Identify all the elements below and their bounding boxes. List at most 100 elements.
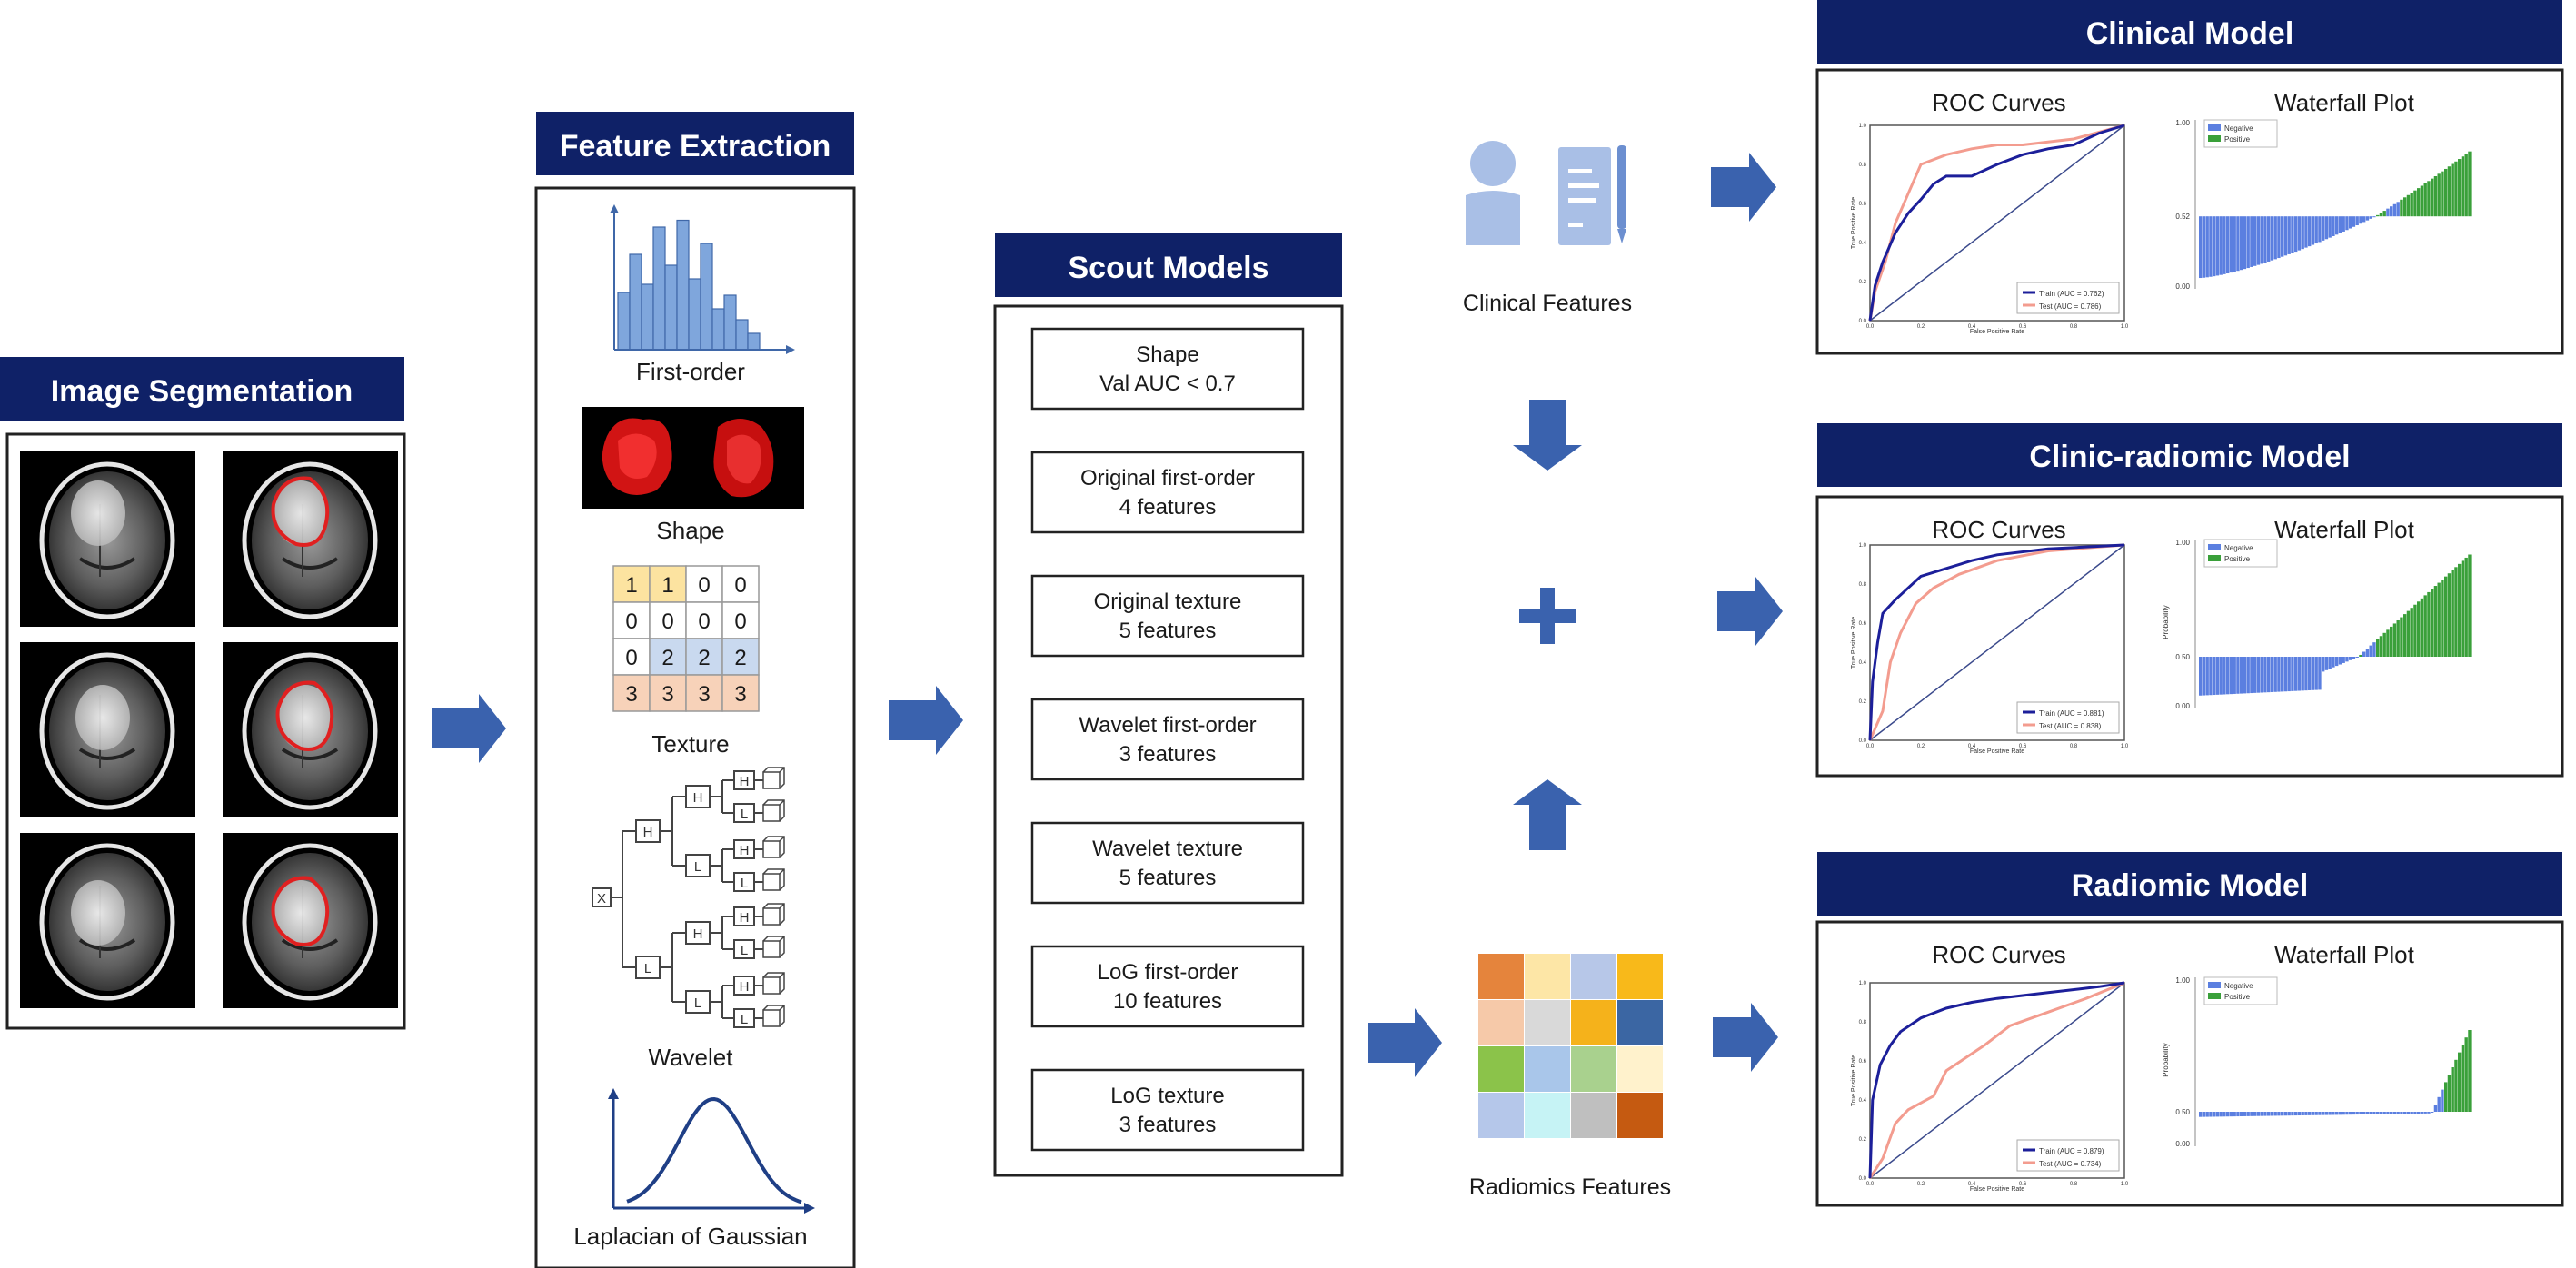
waterfall-bar bbox=[2410, 193, 2413, 217]
waterfall-bar bbox=[2322, 216, 2325, 241]
waterfall-bar bbox=[2369, 216, 2372, 219]
feature-extraction-header bbox=[536, 112, 854, 175]
waterfall-bar bbox=[2297, 657, 2302, 691]
roc-x-tick: 1.0 bbox=[2121, 744, 2129, 749]
roc-x-tick: 0.8 bbox=[2070, 744, 2078, 749]
texture-value: 0 bbox=[625, 609, 637, 634]
texture-value: 1 bbox=[625, 573, 637, 598]
waterfall-legend-positive: Positive bbox=[2224, 135, 2251, 144]
clinical-features-label: Clinical Features bbox=[1463, 291, 1632, 316]
roc-diagonal bbox=[1869, 982, 2125, 1179]
wavelet-node-label: L bbox=[694, 859, 701, 875]
roc-y-label: True Positive Rate bbox=[1851, 617, 1857, 669]
waterfall-bar bbox=[2294, 1112, 2298, 1116]
radiomics-cell bbox=[1571, 954, 1616, 999]
waterfall-bar bbox=[2379, 1112, 2383, 1114]
waterfall-bar bbox=[2382, 1112, 2386, 1114]
waterfall-bar bbox=[2444, 576, 2448, 657]
roc-x-tick: 0.4 bbox=[1968, 1182, 1976, 1187]
waterfall-bar bbox=[2406, 194, 2411, 217]
waterfall-bar bbox=[2441, 1089, 2444, 1112]
waterfall-bar bbox=[2454, 567, 2458, 657]
texture-value: 2 bbox=[698, 646, 710, 670]
waterfall-bar bbox=[2406, 610, 2411, 657]
waterfall-bar bbox=[2359, 1112, 2362, 1114]
waterfall-bar bbox=[2229, 1112, 2233, 1117]
roc-y-tick: 1.0 bbox=[1859, 981, 1867, 986]
waterfall-bar bbox=[2291, 216, 2294, 253]
mri-slice bbox=[20, 833, 195, 1008]
scout-models-title: Scout Models bbox=[1068, 251, 1268, 285]
waterfall-bar bbox=[2376, 639, 2380, 657]
wavelet-subband-cube bbox=[762, 804, 781, 822]
radiomics-cell bbox=[1478, 1046, 1524, 1092]
arrow-segmentation-to-extraction bbox=[432, 694, 506, 763]
waterfall-y-label: Probability bbox=[2162, 605, 2170, 639]
roc-chart: Train (AUC = 0.762)Test (AUC = 0.786)Fal… bbox=[1851, 124, 2129, 335]
histogram-bar bbox=[723, 294, 737, 351]
texture-value: 0 bbox=[734, 573, 746, 598]
roc-train-curve bbox=[1868, 124, 2125, 322]
waterfall-bar bbox=[2236, 216, 2240, 272]
waterfall-bar bbox=[2365, 216, 2370, 221]
scout-model-detail: 4 features bbox=[1119, 495, 1217, 520]
waterfall-bar bbox=[2297, 216, 2302, 251]
waterfall-bar bbox=[2277, 216, 2281, 259]
image-segmentation-section: Image Segmentation bbox=[0, 357, 406, 1030]
scout-model-detail: 3 features bbox=[1119, 742, 1217, 767]
waterfall-bar bbox=[2219, 216, 2223, 275]
roc-legend-train: Train (AUC = 0.881) bbox=[2039, 709, 2104, 718]
histogram-bar bbox=[711, 308, 725, 351]
waterfall-bar bbox=[2417, 1112, 2421, 1114]
roc-chart: Train (AUC = 0.879)Test (AUC = 0.734)Fal… bbox=[1851, 981, 2129, 1193]
waterfall-bar bbox=[2294, 657, 2298, 691]
waterfall-bar bbox=[2362, 216, 2366, 223]
wavelet-node-label: H bbox=[693, 926, 703, 942]
roc-y-tick: 0.6 bbox=[1859, 621, 1867, 627]
waterfall-bar bbox=[2392, 203, 2397, 217]
waterfall-bar bbox=[2270, 657, 2274, 692]
roc-y-tick: 0.4 bbox=[1859, 241, 1867, 246]
waterfall-bar bbox=[2355, 1112, 2359, 1115]
texture-value: 3 bbox=[698, 682, 710, 707]
roc-x-tick: 0.6 bbox=[2019, 324, 2027, 330]
waterfall-bar bbox=[2311, 1112, 2315, 1115]
waterfall-bar bbox=[2372, 216, 2376, 218]
waterfall-bar bbox=[2209, 216, 2213, 277]
wavelet-node bbox=[685, 921, 711, 945]
waterfall-bar bbox=[2390, 206, 2393, 217]
roc-x-tick: 0.0 bbox=[1866, 744, 1875, 749]
feature-extraction-title: Feature Extraction bbox=[560, 129, 831, 163]
log-curve bbox=[608, 1088, 815, 1214]
radiomics-cell bbox=[1478, 954, 1524, 999]
waterfall-bar bbox=[2304, 1112, 2308, 1115]
texture-value: 0 bbox=[661, 609, 673, 634]
scout-model-name: Original first-order bbox=[1080, 466, 1255, 490]
waterfall-bar bbox=[2301, 1112, 2304, 1115]
roc-x-label: False Positive Rate bbox=[1970, 748, 2024, 755]
roc-legend bbox=[2016, 701, 2120, 734]
wavelet-node bbox=[635, 819, 661, 843]
waterfall-bar bbox=[2396, 1112, 2400, 1114]
waterfall-bar bbox=[2273, 216, 2277, 260]
model-title: Radiomic Model bbox=[2072, 868, 2309, 903]
scout-model-name: Shape bbox=[1136, 342, 1198, 367]
waterfall-bar bbox=[2451, 163, 2454, 217]
model-header bbox=[1817, 852, 2562, 916]
waterfall-bar bbox=[2318, 216, 2322, 243]
waterfall-legend-negative: Negative bbox=[2224, 124, 2253, 133]
waterfall-bar bbox=[2365, 1112, 2370, 1114]
texture-value: 0 bbox=[734, 609, 746, 634]
waterfall-bar bbox=[2233, 657, 2236, 694]
waterfall-bar bbox=[2447, 573, 2452, 657]
texture-cell bbox=[685, 638, 723, 676]
waterfall-title: Waterfall Plot bbox=[2274, 516, 2414, 543]
scout-model-detail: 5 features bbox=[1119, 619, 1217, 643]
texture-cell bbox=[721, 674, 760, 712]
waterfall-bar bbox=[2205, 657, 2209, 696]
waterfall-bar bbox=[2349, 657, 2352, 660]
waterfall-bar bbox=[2246, 216, 2250, 269]
roc-x-tick: 0.2 bbox=[1917, 1182, 1925, 1187]
